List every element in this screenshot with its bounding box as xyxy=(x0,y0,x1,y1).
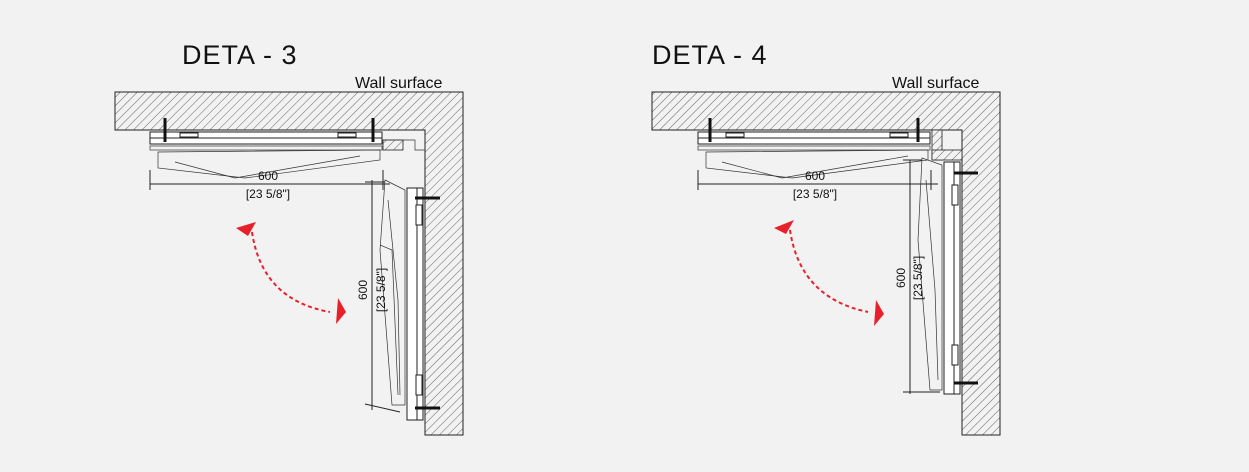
wall-frame-hinge xyxy=(951,184,959,206)
wall-door-edge xyxy=(379,244,399,396)
corner-trim xyxy=(931,149,963,161)
door-panel-open xyxy=(705,149,929,179)
dimension-inch: [23 5/8"] xyxy=(246,187,290,201)
frame-hinge xyxy=(179,132,199,138)
door-panel-open xyxy=(157,149,381,179)
wall-frame-hinge xyxy=(951,344,959,366)
rotation-arrow-icon xyxy=(774,220,884,326)
wall-frame-hinge xyxy=(415,204,423,226)
wall-frame-hinge xyxy=(415,374,423,396)
dimension-tick xyxy=(364,403,401,413)
detail-title: DETA - 4 xyxy=(652,40,768,70)
dimension-inch: [23 5/8"] xyxy=(793,187,837,201)
wall-door-open xyxy=(379,179,406,406)
dimension-value: 600 xyxy=(258,169,278,183)
frame-hinge xyxy=(889,132,909,138)
ceiling-frame-lower xyxy=(697,137,931,145)
wall-door-detail xyxy=(925,179,939,381)
wall-frame-outer xyxy=(953,161,961,395)
dimension-value: 600 xyxy=(894,268,908,288)
frame-hinge xyxy=(725,132,745,138)
dimension-value: 600 xyxy=(356,280,370,300)
wall-frame-outer xyxy=(416,187,424,421)
dimension-inch: [23 5/8"] xyxy=(911,256,925,300)
door-panel-top xyxy=(149,145,383,151)
dimension-value: 600 xyxy=(805,169,825,183)
corner-trim-edge xyxy=(383,139,425,151)
ceiling-frame-lower xyxy=(149,137,383,145)
rotation-arrow-icon xyxy=(236,222,346,324)
wall-surface-label: Wall surface xyxy=(892,75,980,92)
detail-deta-3: DETA - 3 Wall surface 600 [23 5/8"] xyxy=(114,40,464,436)
detail-deta-4: DETA - 4 Wall surface 600 [23 5/8"] xyxy=(651,40,1001,436)
frame-hinge xyxy=(337,132,357,138)
door-panel-detail xyxy=(721,155,909,179)
corner-trim xyxy=(382,139,404,151)
wall-surface-label: Wall surface xyxy=(355,75,443,92)
wall-section xyxy=(114,91,464,436)
detail-title: DETA - 3 xyxy=(182,40,298,70)
dimension-inch: [23 5/8"] xyxy=(374,268,388,312)
door-panel-detail xyxy=(174,155,361,179)
wall-door-detail xyxy=(387,199,401,396)
wall-section xyxy=(651,91,1001,436)
wall-door-open xyxy=(917,157,943,391)
door-panel-top xyxy=(697,145,931,151)
